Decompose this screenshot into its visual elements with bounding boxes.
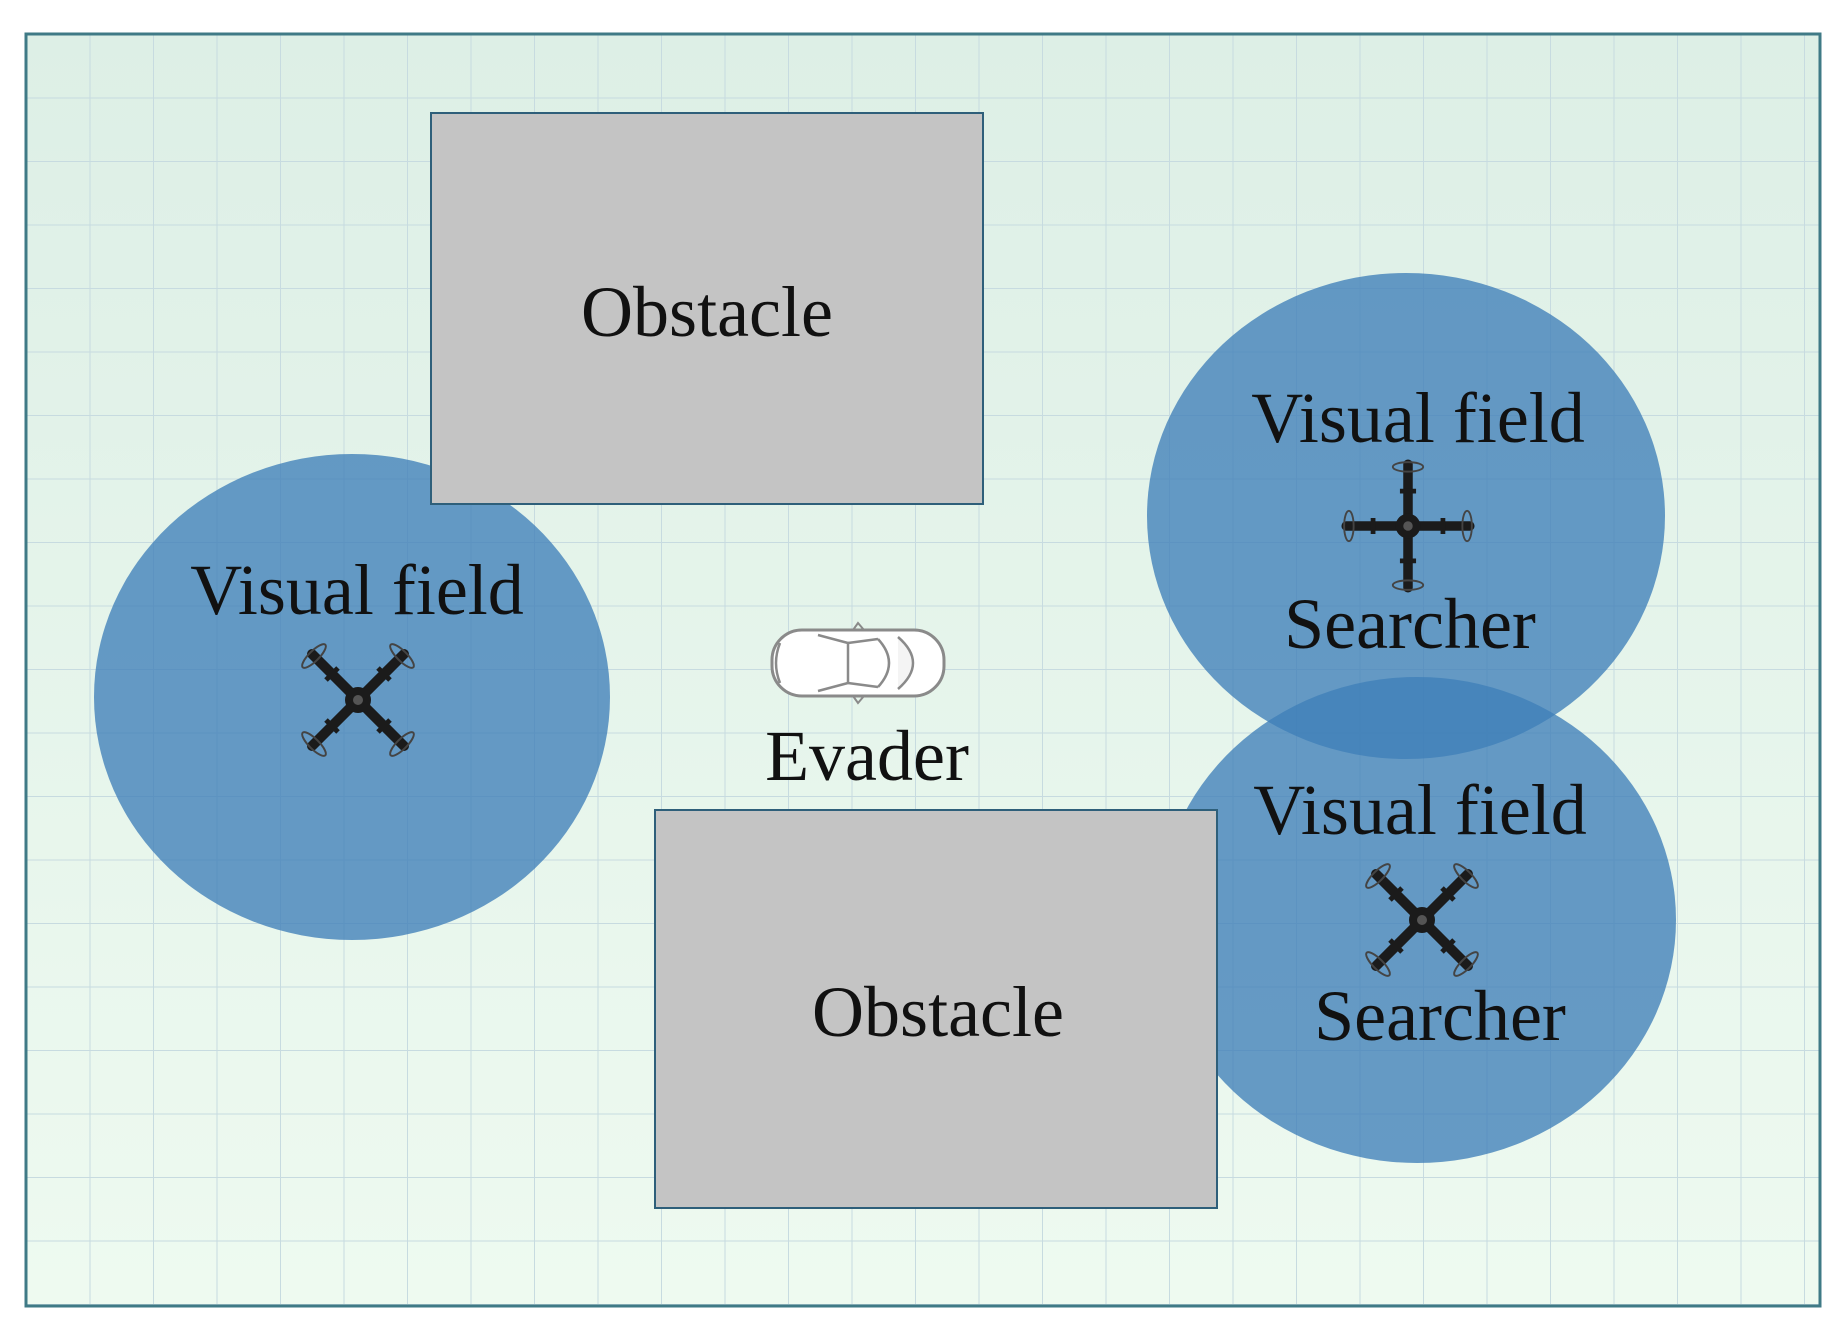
field-border	[24, 32, 1822, 1308]
obstacle-bottom-box	[654, 809, 1218, 1209]
evader-label: Evader	[765, 716, 969, 796]
car-top-view-icon	[770, 621, 946, 705]
searcher-upper-label: Searcher	[1284, 584, 1536, 664]
obstacle-top-box	[430, 112, 984, 505]
obstacle-bottom: Obstacle	[654, 809, 1218, 1209]
visual-field-lower-right-label: Visual field	[1253, 770, 1587, 850]
visual-field-left-label: Visual field	[190, 550, 524, 630]
obstacle-top: Obstacle	[430, 112, 984, 505]
obstacle-bottom-label: Obstacle	[812, 972, 1064, 1052]
searcher-lower-label: Searcher	[1314, 976, 1566, 1056]
visual-field-upper-right-label: Visual field	[1251, 378, 1585, 458]
obstacle-top-label: Obstacle	[581, 272, 833, 352]
